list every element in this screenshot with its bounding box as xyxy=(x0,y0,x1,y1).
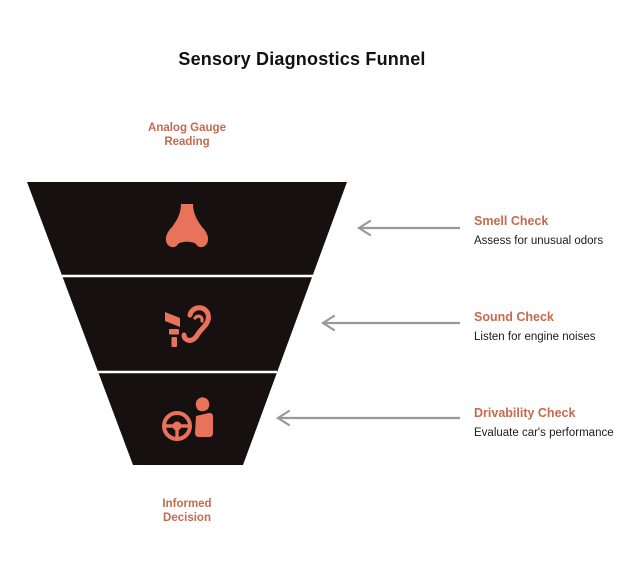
stage-description: Listen for engine noises xyxy=(474,331,596,343)
funnel-shape xyxy=(27,182,347,465)
ear-listening-icon xyxy=(165,305,211,347)
stage-description: Assess for unusual odors xyxy=(474,235,604,247)
stage-annotation-smell: Smell Check Assess for unusual odors xyxy=(474,214,624,247)
stage-label: Smell Check xyxy=(474,214,549,228)
funnel-output-label: Informed Decision xyxy=(162,498,212,524)
nose-icon xyxy=(165,204,209,248)
stage-label: Drivability Check xyxy=(474,406,576,420)
funnel-input-label: Analog Gauge Reading xyxy=(148,122,226,148)
leader-arrow-drivability xyxy=(275,409,460,427)
stage-description: Evaluate car's performance xyxy=(474,427,614,439)
leader-arrow-sound xyxy=(320,314,460,332)
page-title: Sensory Diagnostics Funnel xyxy=(178,49,426,69)
stage-annotation-sound: Sound Check Listen for engine noises xyxy=(474,310,624,343)
stage-label: Sound Check xyxy=(474,310,554,324)
stage-annotation-drivability: Drivability Check Evaluate car's perform… xyxy=(474,406,624,439)
steering-wheel-driver-icon xyxy=(162,397,213,441)
leader-arrow-smell xyxy=(356,219,460,237)
